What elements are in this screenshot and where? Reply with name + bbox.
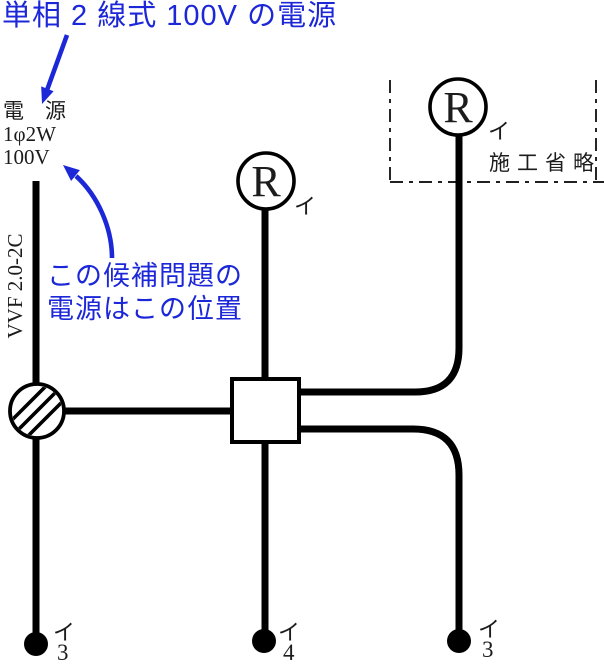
omission-label: 施工省略 — [489, 151, 601, 175]
end-dot-left — [24, 632, 48, 656]
lamp-middle-tag: イ — [294, 194, 317, 219]
wire-right-drop — [298, 425, 463, 631]
cable-type-label: VVF 2.0-2C — [3, 233, 27, 339]
lamp-middle-letter: R — [251, 157, 281, 206]
joint-box-symbol — [8, 382, 66, 440]
curved-arrow-icon — [63, 165, 115, 259]
power-source-voltage: 100V — [3, 145, 50, 169]
wire-lamp-topright — [298, 135, 463, 396]
end-middle-tag: イ — [278, 620, 301, 645]
position-note-line2: 電源はこの位置 — [47, 294, 243, 324]
lamp-middle-circle — [236, 151, 296, 211]
end-right-tag: イ — [478, 617, 501, 642]
joint-box-hatch-line — [12, 386, 58, 432]
end-dot-middle — [252, 629, 276, 653]
end-left-tag: イ — [53, 620, 76, 645]
lamp-topright-circle — [428, 77, 488, 137]
power-source-name: 電 源 — [3, 99, 66, 123]
end-right-num: 3 — [482, 637, 494, 662]
outlet-box-symbol — [230, 377, 301, 444]
position-note-line1: この候補問題の — [47, 261, 243, 291]
straight-arrow-icon — [41, 34, 70, 104]
power-source-phase: 1φ2W — [3, 122, 56, 146]
joint-box-hatch-line — [16, 390, 62, 436]
end-left-num: 3 — [57, 640, 69, 665]
title-annotation: 単相 2 線式 100V の電源 — [2, 0, 338, 32]
end-middle-num: 4 — [283, 640, 295, 665]
position-note: この候補問題の電源はこの位置 — [47, 260, 243, 326]
end-dot-right — [447, 629, 471, 653]
lamp-topright-tag: イ — [488, 119, 511, 144]
lamp-topright-letter: R — [443, 83, 473, 132]
